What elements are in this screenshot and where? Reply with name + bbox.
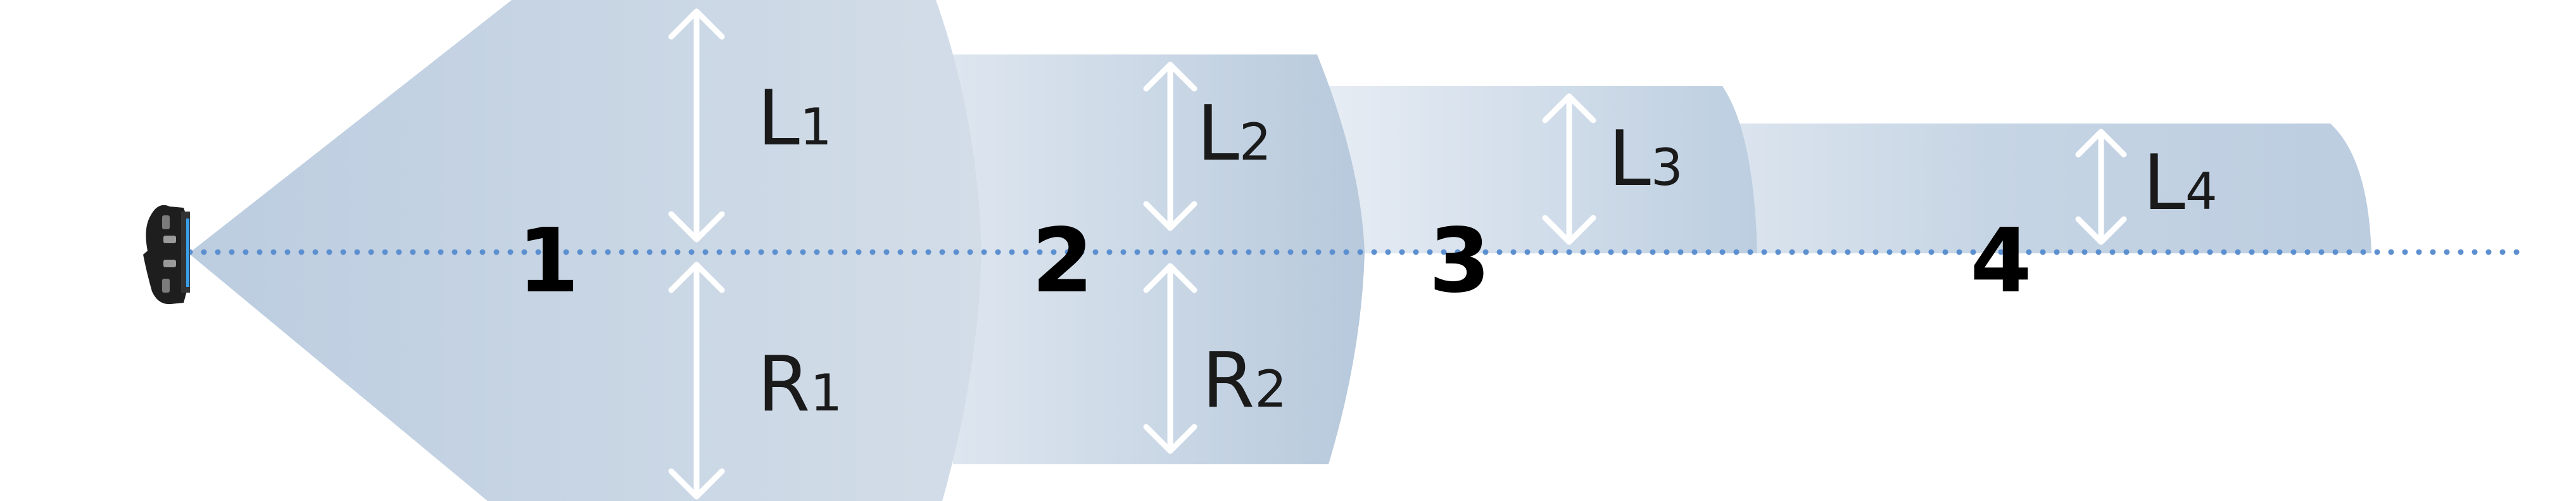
- zone-2-number: 2: [1032, 210, 1093, 313]
- sensor-icon: [143, 205, 190, 305]
- zone-4-area: [1735, 124, 2371, 253]
- zone-2-right-arrow: [1143, 263, 1197, 454]
- zone-4-left-arrow: [2075, 129, 2127, 245]
- zone-2-left-arrow: [1143, 61, 1197, 231]
- zone-3-left-arrow: [1542, 93, 1596, 245]
- zone-1-right-label: R1: [757, 341, 842, 429]
- zone-1-right-arrow: [668, 262, 725, 500]
- zone-2-area: [937, 54, 1365, 464]
- zone-3-left-label: L3: [1608, 115, 1683, 203]
- zone-1-number: 1: [517, 210, 579, 313]
- zone-1-left-arrow: [668, 8, 725, 243]
- zone-4-number: 4: [1970, 210, 2031, 313]
- zone-2-left-label: L2: [1197, 90, 1272, 178]
- zone-1-area: [189, 0, 982, 501]
- zone-4-left-label: L4: [2143, 139, 2218, 227]
- zone-2-right-label: R2: [1202, 337, 1287, 425]
- zone-3-area: [1304, 86, 1757, 253]
- zone-3-number: 3: [1429, 210, 1490, 313]
- zone-1-left-label: L1: [757, 75, 832, 163]
